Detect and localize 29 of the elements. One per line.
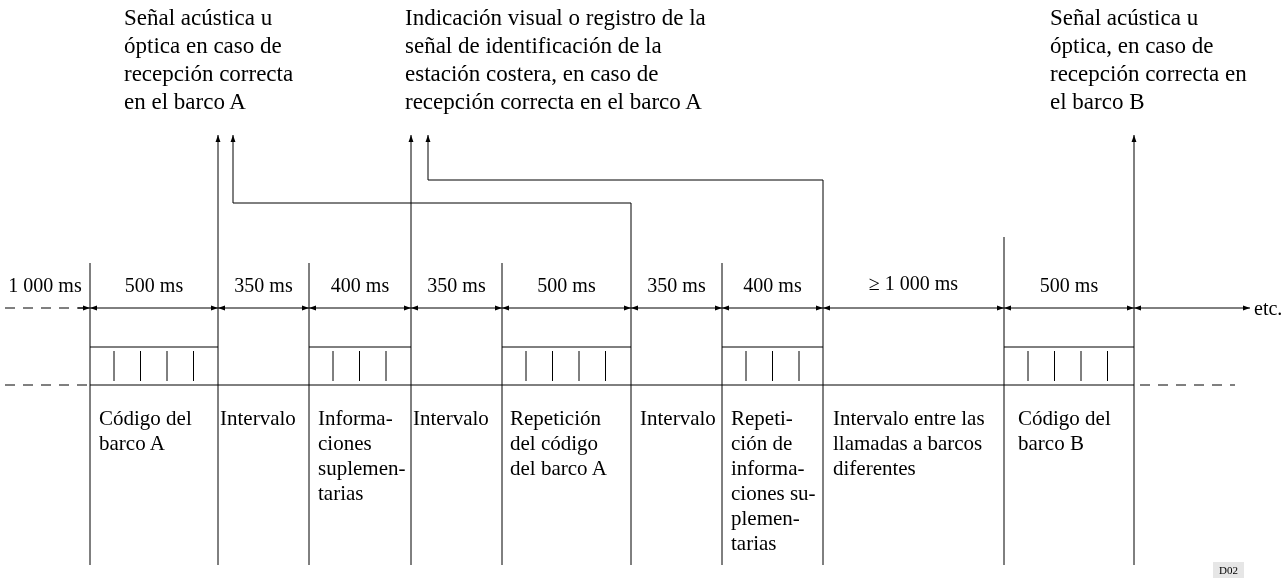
dim-label: 350 ms — [233, 273, 294, 297]
dim-label: 400 ms — [329, 273, 391, 297]
arrow — [215, 134, 221, 264]
arrow — [230, 134, 632, 264]
dim-label: 1 000 ms — [7, 273, 83, 297]
callout-text: Señal acústica u óptica, en caso de recepción correcta en el barco B — [1050, 4, 1248, 116]
arrow — [408, 134, 414, 264]
callout-text: Indicación visual o registro de la señal de identificación de la estación costera, en caso de recepción correcta en el barco A — [405, 4, 707, 116]
segment-label: Intervalo — [413, 406, 490, 431]
arrow — [425, 134, 824, 264]
dim-label: 400 ms — [742, 273, 803, 297]
dim-label: 350 ms — [426, 273, 487, 297]
segment-label: Intervalo — [640, 406, 717, 431]
dim-label: ≥ 1 000 ms — [867, 271, 960, 295]
segment-label: Informa- ciones suplemen- tarias — [318, 406, 407, 506]
segment-label: Código del barco A — [99, 406, 193, 456]
dim-label: 500 ms — [1038, 273, 1100, 297]
dim-label: 350 ms — [646, 273, 707, 297]
arrow — [1131, 134, 1137, 264]
segment-label: Código del barco B — [1018, 406, 1112, 456]
callout-text: Señal acústica u óptica en caso de recepción correcta en el barco A — [124, 4, 295, 116]
segment-label: Intervalo entre las llamadas a barcos diferentes — [833, 406, 986, 481]
dim-label: 500 ms — [123, 273, 185, 297]
segment-label: Repeti- ción de informa- ciones su- plemen- tarias — [731, 406, 817, 556]
segment-label: Intervalo — [220, 406, 297, 431]
dim-label: 500 ms — [536, 273, 597, 297]
dim-label: etc. — [1254, 296, 1281, 320]
figure-code: D02 — [1213, 562, 1244, 578]
segment-label: Repetición del código del barco A — [510, 406, 608, 481]
